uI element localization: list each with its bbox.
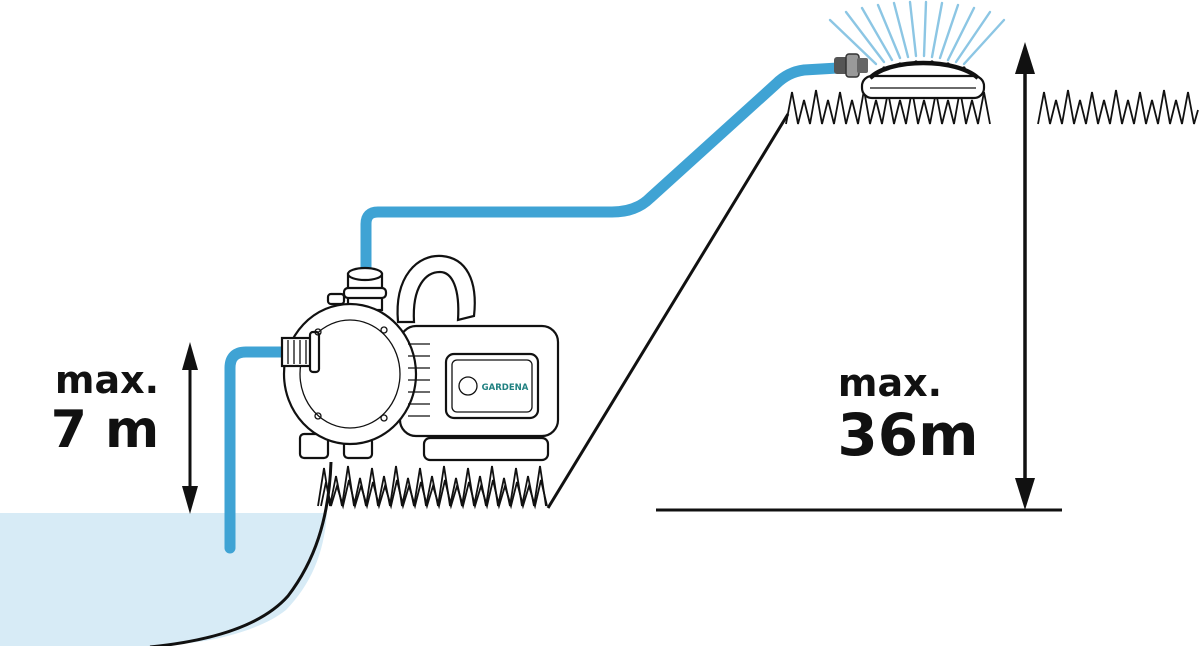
suction-depth-prefix: max. bbox=[55, 358, 159, 402]
delivery-height-value: 36m bbox=[837, 401, 978, 469]
sprinkler-base bbox=[860, 74, 986, 100]
pump-label-plate bbox=[444, 352, 540, 420]
arrow-up-head bbox=[1015, 42, 1035, 74]
pump-inlet bbox=[280, 336, 314, 368]
pump-label-plate-inner bbox=[451, 359, 533, 413]
grass-upper-right bbox=[1037, 89, 1199, 125]
pump-handle bbox=[396, 254, 476, 324]
arrow-down-head bbox=[182, 486, 198, 514]
delivery-height-arrow bbox=[1015, 42, 1035, 510]
sprinkler-spray-tube bbox=[868, 60, 980, 80]
pump-dial bbox=[458, 376, 478, 396]
suction-depth-value: 7 m bbox=[51, 400, 159, 460]
sprinkler-inlet bbox=[857, 58, 868, 73]
pump-inlet-threads bbox=[287, 340, 307, 364]
pump-brand-label: GARDENA bbox=[482, 383, 529, 393]
pump-front-head-inner bbox=[299, 319, 401, 429]
pump-bolt bbox=[314, 412, 322, 420]
hose-connector bbox=[834, 57, 848, 74]
grass-lower bbox=[317, 465, 547, 507]
pump-top-port-cap bbox=[346, 266, 384, 282]
slope-line bbox=[546, 113, 790, 509]
pump-illustration: GARDENA bbox=[280, 254, 560, 462]
delivery-hose bbox=[360, 62, 844, 298]
arrow-down-head bbox=[1015, 478, 1035, 510]
pump-bolt bbox=[380, 414, 388, 422]
pump-top-port-collar bbox=[342, 286, 388, 300]
delivery-height-prefix: max. bbox=[838, 361, 942, 405]
water-body bbox=[0, 513, 327, 646]
pump-bolt bbox=[314, 328, 322, 336]
arrow-up-head bbox=[182, 342, 198, 370]
sprinkler-illustration bbox=[834, 53, 986, 100]
pump-front-head bbox=[282, 302, 418, 446]
pump-bolt bbox=[380, 326, 388, 334]
bank-curve bbox=[149, 461, 333, 646]
suction-hose bbox=[224, 346, 306, 554]
pump-vents bbox=[408, 343, 430, 417]
water-spray bbox=[828, 0, 1006, 66]
suction-depth-arrow bbox=[182, 342, 198, 514]
pump-side-fitting bbox=[326, 292, 346, 306]
sprinkler-nozzles bbox=[882, 60, 966, 70]
pump-base-plate bbox=[422, 436, 550, 462]
pump-inlet-flange bbox=[308, 330, 321, 374]
